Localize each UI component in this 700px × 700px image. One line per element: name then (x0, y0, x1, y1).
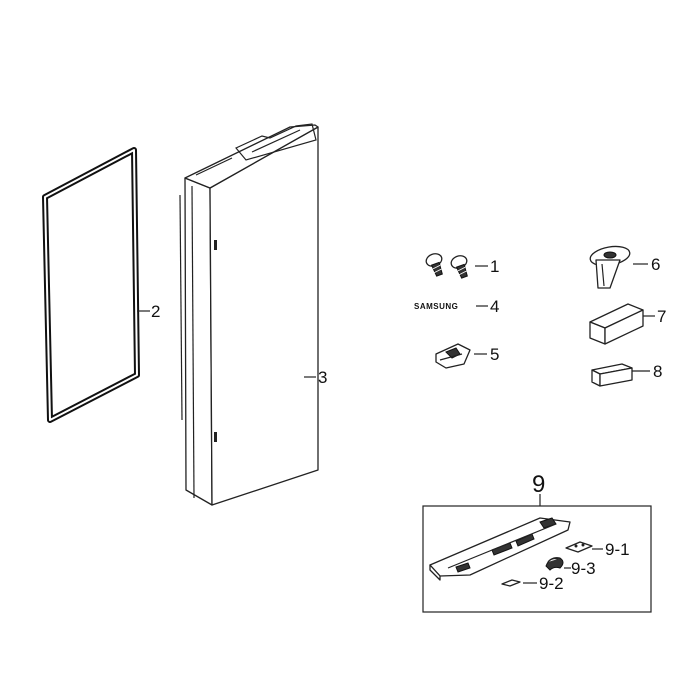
assembly-9-box (422, 505, 652, 613)
callout-8: 8 (653, 362, 662, 381)
callout-3: 3 (318, 368, 327, 387)
callout-2: 2 (151, 302, 160, 321)
bracket-plate (565, 541, 593, 553)
callout-9-2: 9-2 (539, 574, 564, 593)
callout-5: 5 (490, 345, 499, 364)
bracket-pad (501, 579, 521, 587)
callout-4: 4 (490, 297, 499, 316)
callout-1: 1 (490, 257, 499, 276)
samsung-logo-badge: SAMSUNG (414, 302, 458, 311)
callout-9-3: 9-3 (571, 559, 596, 578)
screw-pair (425, 253, 468, 279)
door-assembly (179, 123, 319, 506)
foam-block-large (589, 303, 644, 345)
door-clip (435, 343, 471, 369)
hinge-bushing (589, 245, 631, 289)
callout-9: 9 (532, 471, 545, 498)
handle-bracket (429, 517, 571, 581)
foam-block-small (591, 363, 633, 387)
door-gasket (42, 147, 140, 423)
callout-6: 6 (651, 255, 660, 274)
callout-9-1: 9-1 (605, 540, 630, 559)
bracket-cam (545, 557, 564, 571)
callout-7: 7 (657, 307, 666, 326)
